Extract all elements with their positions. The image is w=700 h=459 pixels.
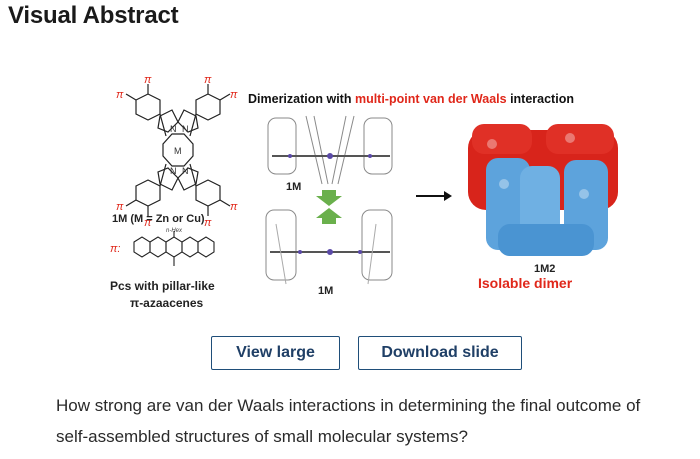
dimer-label: 1M2 xyxy=(534,263,555,275)
monomer-label-top: 1M xyxy=(286,181,301,193)
caption-line-2: π-azaacenes xyxy=(130,296,204,310)
svg-text:N: N xyxy=(170,166,177,176)
phthalocyanine-structure xyxy=(125,84,231,216)
svg-text:π: π xyxy=(230,201,238,213)
svg-text:π: π xyxy=(144,217,152,229)
view-large-button[interactable]: View large xyxy=(211,336,340,370)
svg-text:N: N xyxy=(182,124,189,134)
section-title: Visual Abstract xyxy=(8,2,179,29)
azaacene-structure xyxy=(133,231,215,266)
download-slide-button[interactable]: Download slide xyxy=(358,336,522,370)
monomer-model-top xyxy=(267,115,393,185)
metal-atom: M xyxy=(174,146,182,156)
svg-text:N: N xyxy=(170,124,177,134)
svg-text:π: π xyxy=(144,74,152,86)
dimer-caption: Isolable dimer xyxy=(478,275,573,291)
svg-text:π: π xyxy=(204,217,212,229)
abstract-description: How strong are van der Waals interaction… xyxy=(56,396,641,446)
svg-text:π: π xyxy=(204,74,212,86)
caption-line-1: Pcs with pillar-like xyxy=(110,279,215,293)
svg-text:π: π xyxy=(116,201,124,213)
pi-prefix: π: xyxy=(110,243,120,255)
svg-text:π: π xyxy=(230,89,238,101)
dimerization-heading: Dimerization with multi-point van der Wa… xyxy=(248,92,574,106)
monomer-formula: 1M (M = Zn or Cu) xyxy=(112,213,205,225)
pi-substituent-labels: π π π π π π π π xyxy=(116,74,238,229)
svg-text:N: N xyxy=(182,166,189,176)
monomer-label-bottom: 1M xyxy=(318,285,333,297)
reaction-arrow xyxy=(416,191,452,201)
monomer-model-bottom xyxy=(265,209,393,285)
dimer-space-filling-model xyxy=(468,124,618,256)
svg-text:π: π xyxy=(116,89,124,101)
green-arrows xyxy=(316,190,342,224)
